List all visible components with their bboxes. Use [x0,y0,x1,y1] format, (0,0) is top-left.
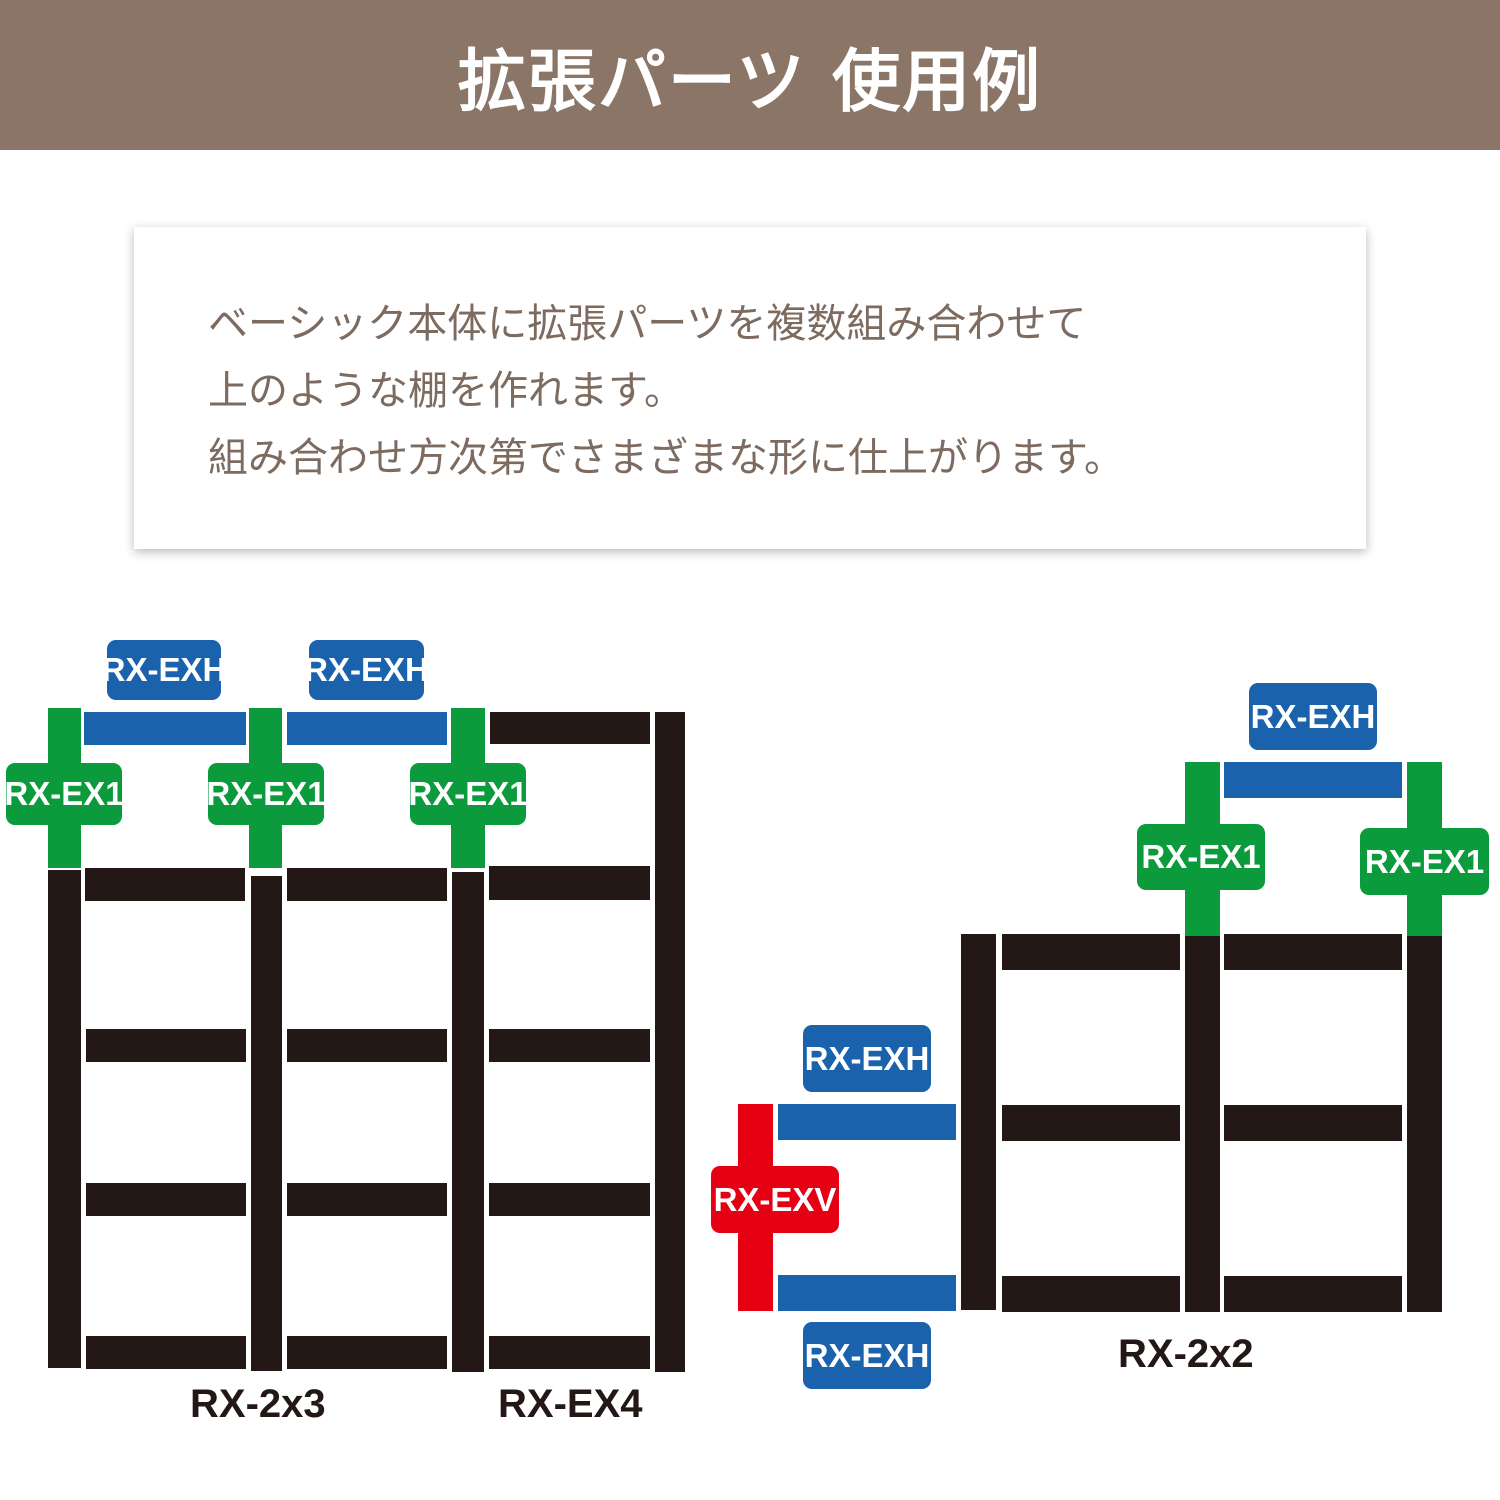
ex4-right-post [655,712,685,1372]
tag-exh-lower: RX-EXH [803,1322,931,1389]
tag-ex1-left: RX-EX1 [1137,824,1265,890]
tag-ex1-2: RX-EX1 [206,763,326,825]
post-right [1407,936,1442,1312]
shelf-board [489,866,650,900]
post-2 [251,876,282,1371]
tag-ex1-3: RX-EX1 [408,763,528,825]
caption-rx-ex4: RX-EX4 [498,1382,643,1426]
exh-shelf-lower [778,1275,956,1311]
page-title: 拡張パーツ 使用例 [457,42,1043,122]
description-card: ベーシック本体に拡張パーツを複数組み合わせて 上のような棚を作れます。 組み合わ… [134,227,1366,549]
shelf-board [489,1336,650,1369]
description-line-1: ベーシック本体に拡張パーツを複数組み合わせて [208,301,1087,347]
exh-shelf-1 [84,712,246,745]
shelf-board [85,868,245,901]
exh-shelf-upper [778,1104,956,1140]
post-left [961,934,996,1310]
shelf-board [287,1336,447,1369]
exh-shelf-top [1224,762,1402,798]
shelf-board [1002,1105,1180,1141]
shelf-board [1224,934,1402,970]
ex4-top-board [490,712,650,744]
tag-exh-top: RX-EXH [1249,683,1377,750]
shelf-board [1002,934,1180,970]
post-middle [1185,936,1220,1312]
caption-rx-2x3: RX-2x3 [190,1382,326,1426]
shelf-board [86,1336,246,1369]
shelf-board [1224,1105,1402,1141]
shelf-board [287,1183,447,1216]
exh-shelf-2 [287,712,447,745]
tag-exv: RX-EXV [711,1166,839,1233]
caption-rx-2x2: RX-2x2 [1118,1332,1254,1376]
tag-ex1-right: RX-EX1 [1360,828,1489,895]
tag-ex1-1: RX-EX1 [4,763,124,825]
header-band: 拡張パーツ 使用例 [0,0,1500,150]
shelf-board [1224,1276,1402,1312]
tag-exh-2: RX-EXH [304,640,429,700]
shelf-board [287,868,447,901]
tag-exh-upper: RX-EXH [803,1025,931,1092]
shelf-board [1002,1276,1180,1312]
tag-exh-1: RX-EXH [102,640,226,700]
post-1 [48,870,81,1368]
description-line-2: 上のような棚を作れます。 [208,368,684,414]
shelf-board [86,1183,246,1216]
post-3 [452,872,484,1372]
shelf-board [489,1029,650,1062]
shelf-board [287,1029,447,1062]
shelf-board [489,1183,650,1216]
shelf-board [86,1029,246,1062]
description-line-3: 組み合わせ方次第でさまざまな形に仕上がります。 [208,435,1124,481]
